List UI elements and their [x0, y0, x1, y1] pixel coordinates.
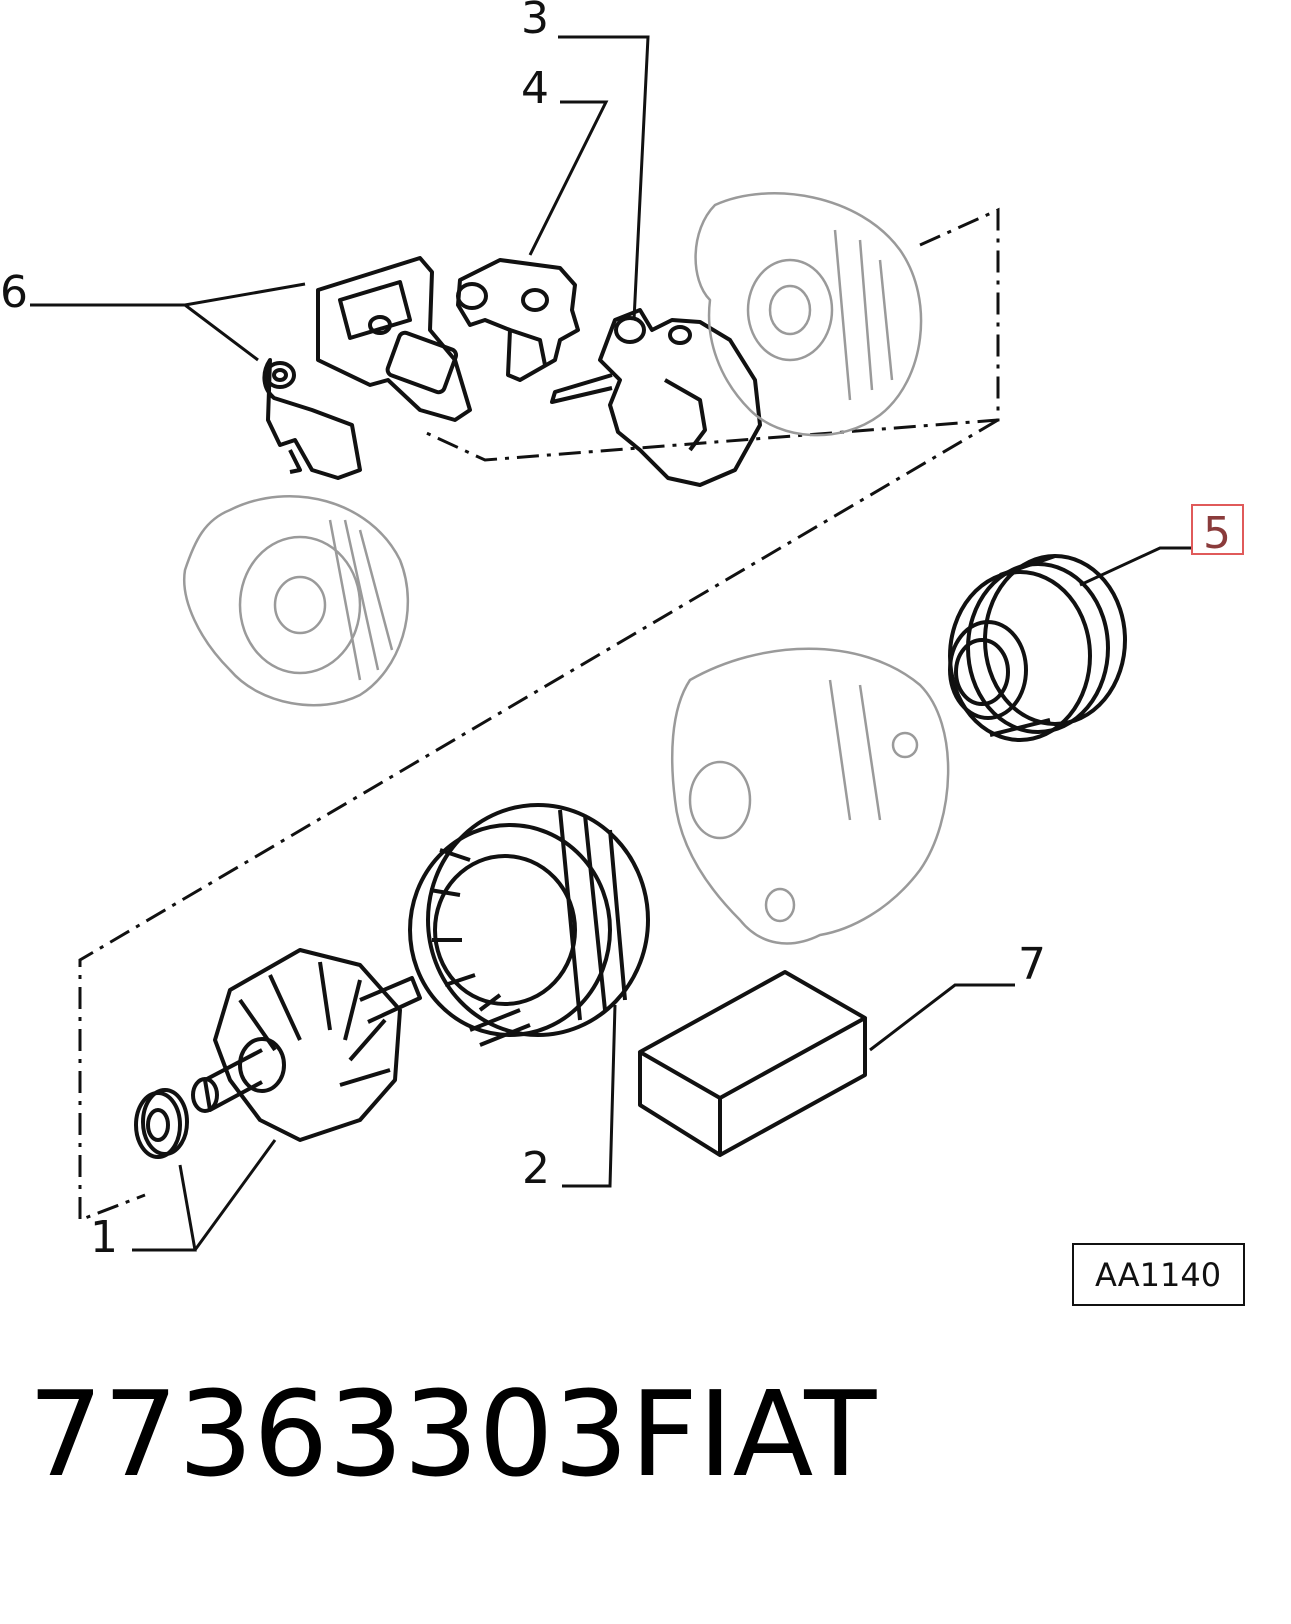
callout-7: 7 [1018, 939, 1046, 990]
callout-5-highlight-box [1191, 504, 1244, 555]
rectifier-bridge-part [550, 308, 762, 487]
callout-4: 4 [521, 63, 549, 114]
part-number: 77363303 [28, 1365, 629, 1503]
rotor-part [134, 948, 422, 1159]
leader-lines [30, 35, 1192, 1252]
callout-1: 1 [90, 1212, 118, 1263]
brand-name: FIAT [630, 1365, 877, 1503]
regulator-part [456, 258, 580, 382]
rear-housing-faint [694, 192, 923, 437]
callout-6: 6 [0, 267, 28, 318]
callout-2: 2 [522, 1143, 550, 1194]
callout-5: 5 [1203, 508, 1231, 559]
callout-3: 3 [521, 0, 549, 44]
kit-box-part [638, 970, 867, 1157]
stator-part [408, 803, 650, 1047]
fan-faint [182, 495, 409, 707]
front-housing-faint [670, 647, 950, 945]
assembly-dashed-outline [78, 207, 1000, 1223]
part-number-caption: 77363303 FIAT [28, 1365, 877, 1503]
pulley-part [948, 554, 1127, 742]
callout-labels: 3 4 6 5 7 2 1 [0, 0, 1244, 1263]
brush-holder-part [262, 256, 472, 480]
reference-code: AA1140 [1095, 1256, 1221, 1294]
reference-code-box: AA1140 [1072, 1243, 1245, 1306]
